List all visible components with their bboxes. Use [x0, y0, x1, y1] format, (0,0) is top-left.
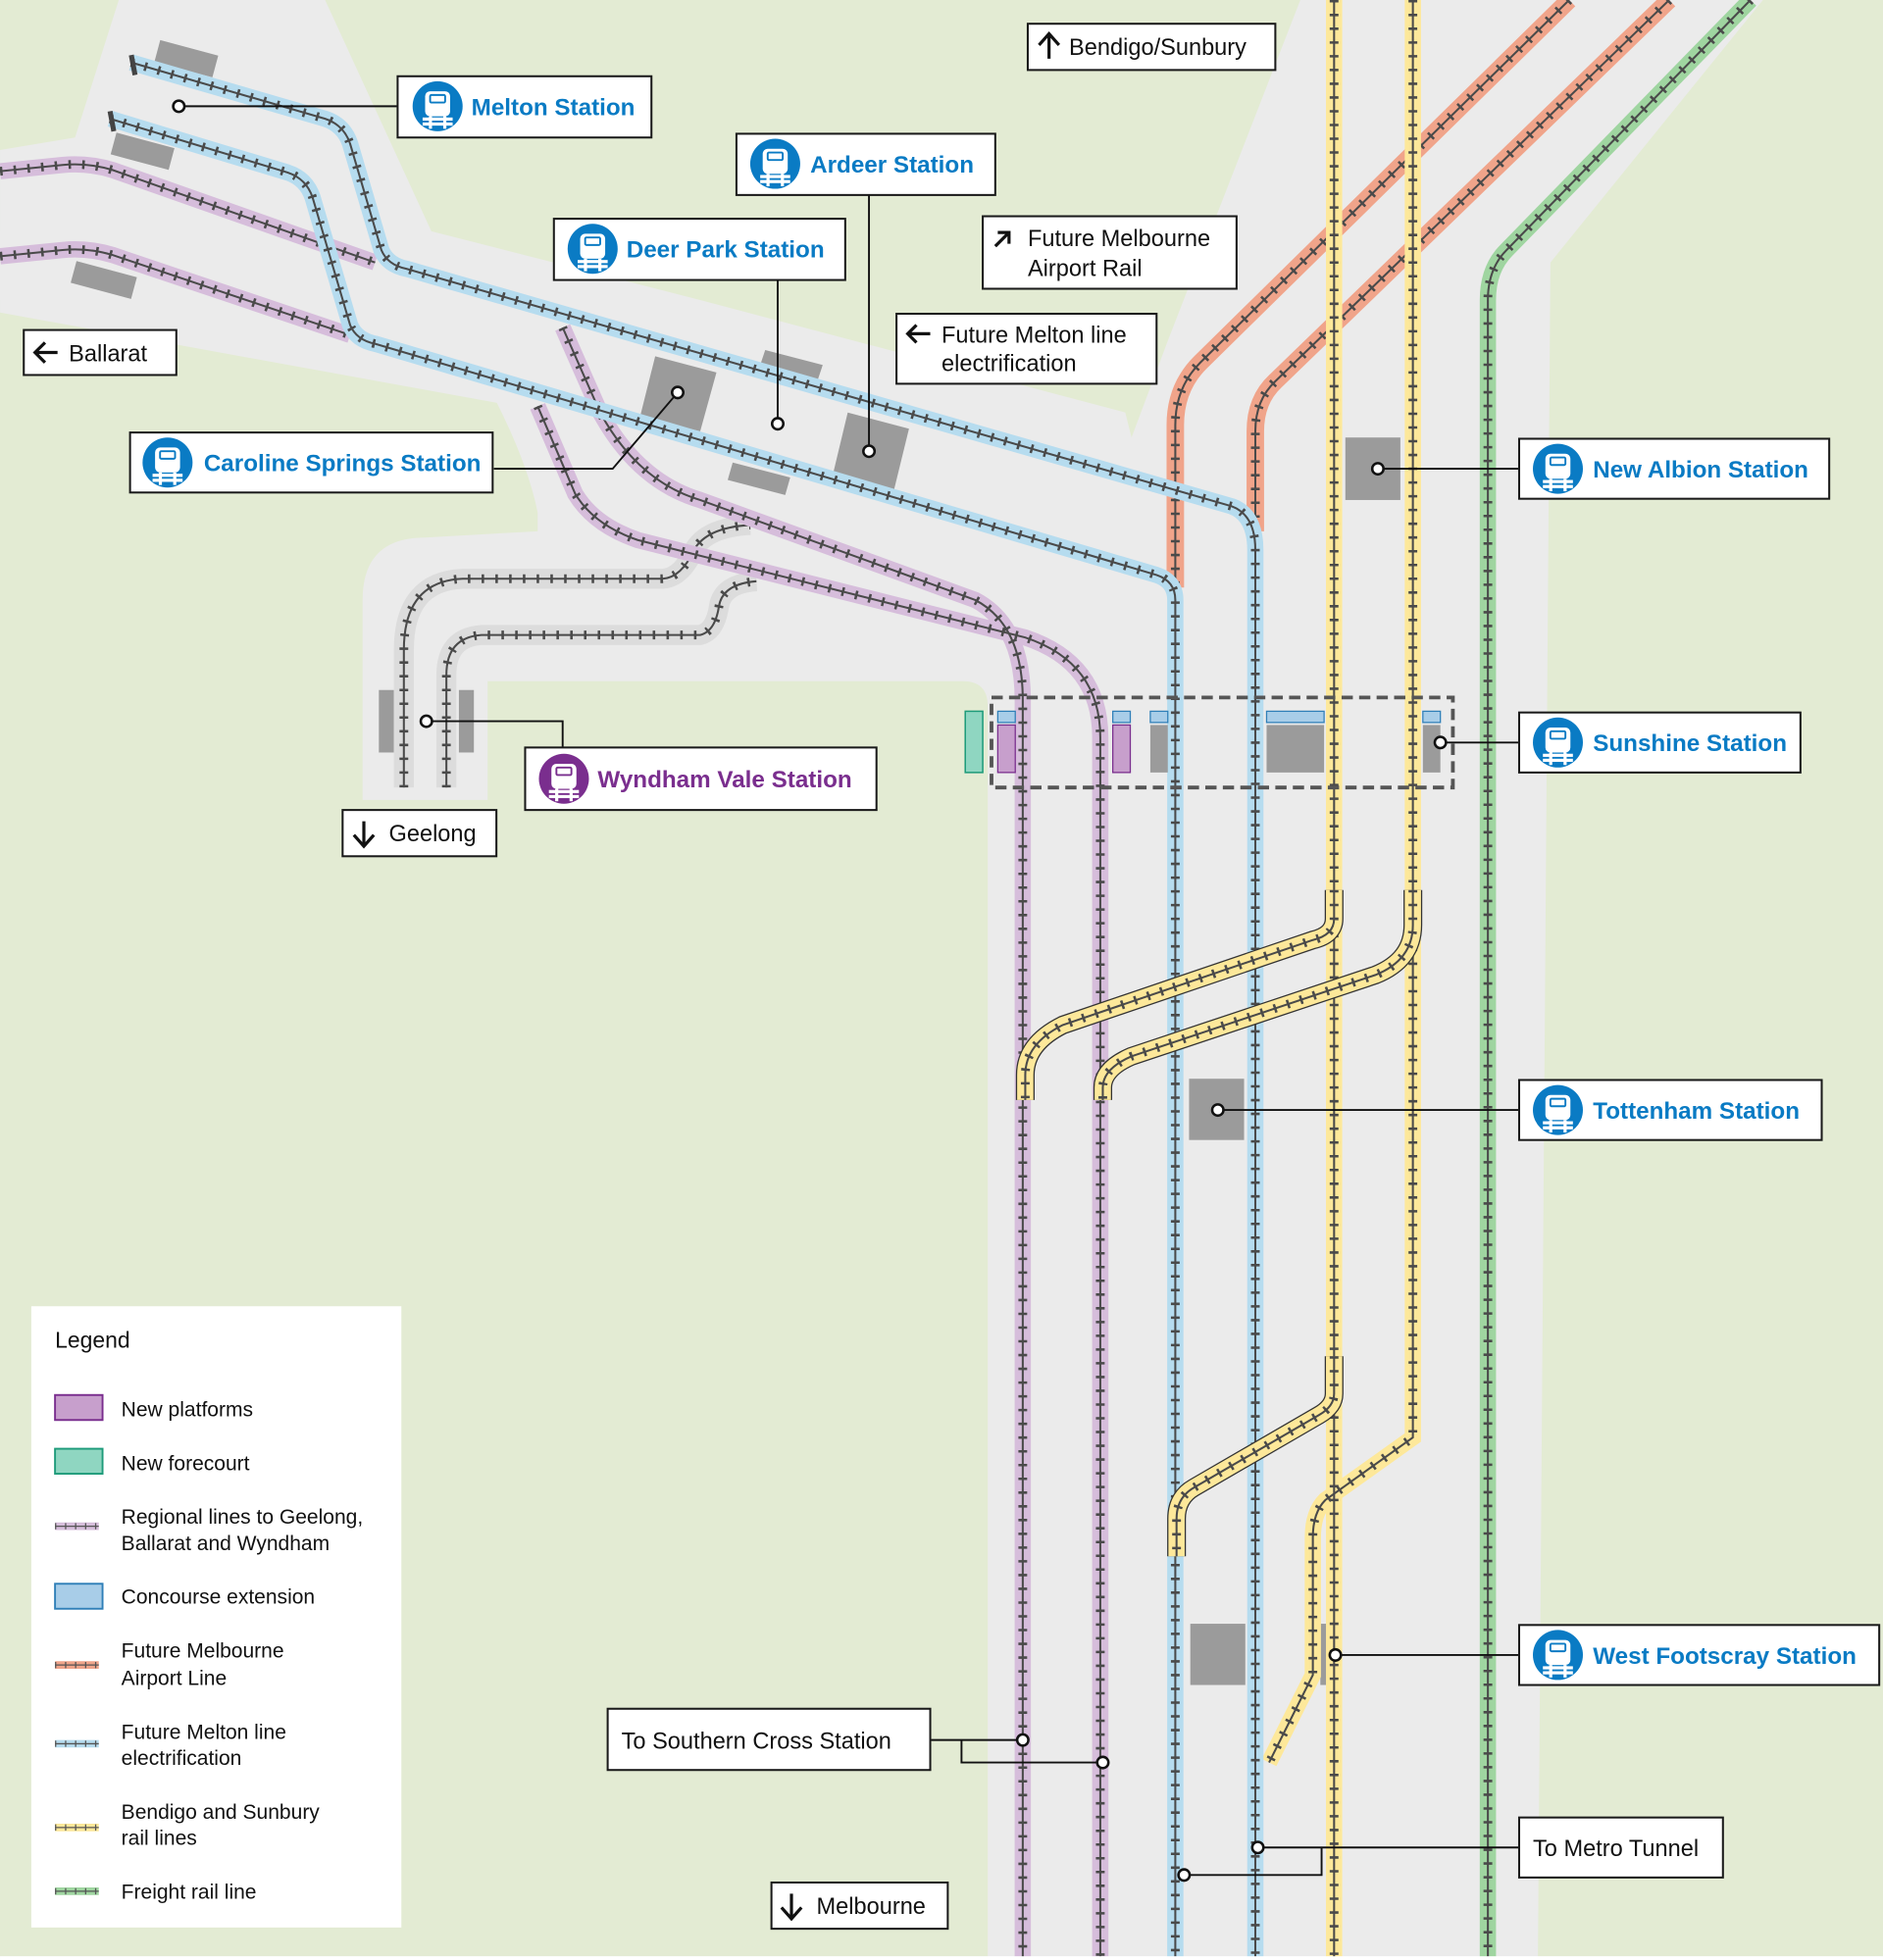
yard-area [0, 230, 550, 413]
train-station-icon [1532, 1083, 1584, 1136]
legend-item-concourse-extension: Concourse extension [54, 1583, 315, 1610]
station-name: Caroline Springs Station [204, 451, 482, 477]
direction-text: Future Melton line [942, 322, 1127, 347]
concourse-extension [1149, 710, 1169, 724]
station-name: Tottenham Station [1593, 1098, 1800, 1125]
station-label-tottenham[interactable]: Tottenham Station [1517, 1079, 1823, 1141]
station-label-ardeer[interactable]: Ardeer Station [735, 132, 996, 196]
svg-text:Concourse extension: Concourse extension [122, 1586, 315, 1609]
svg-text:Freight rail line: Freight rail line [122, 1882, 257, 1904]
train-station-icon [1532, 716, 1584, 769]
station-label-wyndham-vale[interactable]: Wyndham Vale Station [524, 746, 878, 812]
legend-item-new-forecourt: New forecourt [54, 1447, 250, 1475]
station-name: New Albion Station [1593, 457, 1808, 483]
new-platform [996, 724, 1016, 774]
direction-text: Future Melbourne [1028, 226, 1210, 251]
legend: Legend New platforms New forecourt Regio… [30, 1306, 402, 1928]
direction-melton-electrification[interactable]: Future Melton line electrification [895, 312, 1158, 385]
direction-text: electrification [942, 351, 1077, 377]
rail-corridor [0, 0, 1763, 1960]
station-name: Ardeer Station [810, 152, 974, 178]
melton-lines [107, 54, 1264, 1960]
bottom-border [0, 1956, 1883, 1960]
station-name: Wyndham Vale Station [597, 767, 851, 793]
legend-item-bendigo-sunbury: Bendigo and Sunbury rail lines [55, 1801, 320, 1850]
sunshine-station-complex [964, 695, 1455, 790]
callout-southern-cross[interactable]: To Southern Cross Station [606, 1707, 932, 1772]
direction-airport-rail[interactable]: Future Melbourne Airport Rail [982, 215, 1238, 290]
train-station-icon [537, 752, 590, 805]
leader-lines [172, 99, 1519, 1883]
svg-text:Bendigo and Sunbury: Bendigo and Sunbury [122, 1801, 321, 1824]
direction-ballarat[interactable]: Ballarat [23, 328, 178, 377]
station-name: West Footscray Station [1593, 1643, 1857, 1670]
callout-metro-tunnel[interactable]: To Metro Tunnel [1517, 1816, 1724, 1879]
direction-text: Bendigo/Sunbury [1069, 34, 1247, 60]
freight-line [1479, 0, 1756, 1960]
direction-text: Airport Rail [1028, 256, 1143, 281]
svg-text:New platforms: New platforms [122, 1398, 253, 1421]
crossovers [1015, 889, 1423, 1557]
svg-text:Airport Line: Airport Line [122, 1668, 227, 1690]
new-platform [1112, 724, 1132, 774]
legend-title: Legend [55, 1327, 130, 1352]
station-label-sunshine[interactable]: Sunshine Station [1517, 711, 1802, 774]
svg-text:Ballarat and Wyndham: Ballarat and Wyndham [122, 1533, 330, 1555]
station-name: Melton Station [472, 94, 636, 121]
arrow-up-icon [1038, 31, 1061, 59]
direction-bendigo-sunbury[interactable]: Bendigo/Sunbury [1026, 23, 1277, 72]
train-station-icon [141, 436, 194, 489]
regional-lines [0, 156, 1109, 1960]
concourse-extension [1422, 710, 1442, 724]
station-label-new-albion[interactable]: New Albion Station [1517, 437, 1831, 500]
geelong-tracks [393, 515, 758, 788]
train-station-icon [1532, 1629, 1584, 1682]
svg-text:New forecourt: New forecourt [122, 1452, 250, 1475]
station-label-melton[interactable]: Melton Station [396, 75, 653, 139]
arrow-down-icon [780, 1893, 803, 1922]
direction-text: Ballarat [69, 340, 147, 366]
legend-item-new-platforms: New platforms [54, 1393, 253, 1421]
legend-item-freight: Freight rail line [55, 1882, 257, 1904]
svg-text:Regional lines to Geelong,: Regional lines to Geelong, [122, 1506, 364, 1529]
concourse-extension [1112, 710, 1132, 724]
callout-text: To Southern Cross Station [622, 1729, 891, 1754]
legend-item-regional-lines: Regional lines to Geelong, Ballarat and … [55, 1506, 363, 1555]
legend-item-airport-line: Future Melbourne Airport Line [55, 1639, 284, 1690]
station-label-deer-park[interactable]: Deer Park Station [552, 218, 846, 281]
svg-text:electrification: electrification [122, 1747, 242, 1770]
train-station-icon [748, 137, 801, 190]
station-name: Sunshine Station [1593, 730, 1787, 757]
station-label-west-footscray[interactable]: West Footscray Station [1517, 1624, 1881, 1686]
legend-item-melton-electrification: Future Melton line electrification [55, 1721, 286, 1770]
arrow-left-icon [905, 324, 931, 344]
svg-text:rail lines: rail lines [122, 1828, 197, 1850]
callout-text: To Metro Tunnel [1533, 1835, 1699, 1861]
direction-melbourne[interactable]: Melbourne [770, 1881, 949, 1931]
airport-lines [1166, 0, 1676, 588]
direction-text: Geelong [389, 821, 477, 846]
arrow-up-right-icon [993, 230, 1011, 248]
station-boundary [990, 695, 1455, 790]
train-station-icon [411, 79, 464, 132]
arrow-down-icon [352, 821, 376, 849]
station-name: Deer Park Station [627, 237, 825, 264]
svg-text:Future Melton line: Future Melton line [122, 1721, 286, 1743]
concourse-extension [996, 710, 1016, 724]
arrow-left-icon [32, 341, 58, 364]
station-label-caroline-springs[interactable]: Caroline Springs Station [128, 431, 494, 494]
direction-geelong[interactable]: Geelong [341, 809, 498, 858]
train-station-icon [566, 223, 619, 276]
direction-text: Melbourne [817, 1893, 926, 1919]
concourse-extension [1265, 710, 1325, 724]
train-station-icon [1532, 442, 1584, 495]
svg-text:Future Melbourne: Future Melbourne [122, 1639, 284, 1662]
new-forecourt [964, 710, 984, 774]
